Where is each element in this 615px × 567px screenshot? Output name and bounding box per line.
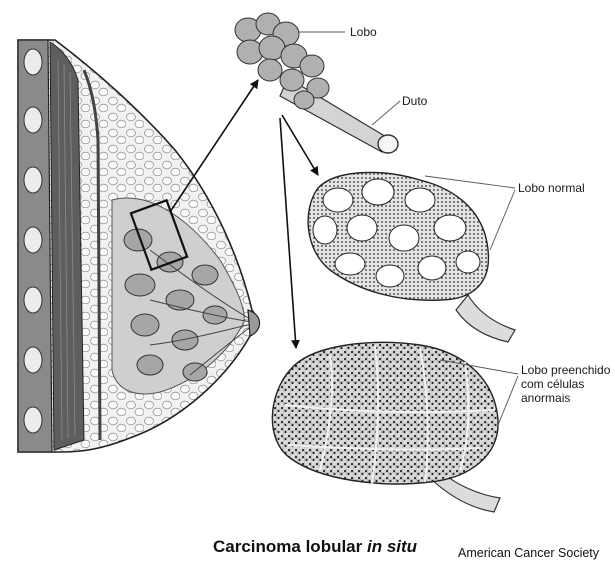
caption-main: Carcinoma lobular — [213, 537, 367, 556]
figure-caption: Carcinoma lobular in situ — [213, 537, 417, 557]
label-normal-lobe: Lobo normal — [518, 181, 585, 195]
filled-lobe-illustration — [272, 342, 500, 512]
arrow-to-filled-lobe — [280, 118, 296, 348]
label-lobe: Lobo — [350, 25, 377, 39]
label-filled-lobe: Lobo preenchido com células anormais — [521, 363, 613, 405]
arrow-to-lobe — [170, 80, 258, 212]
leader-normal-2 — [490, 190, 515, 250]
credit-line: American Cancer Society — [458, 546, 599, 560]
caption-italic: in situ — [367, 537, 417, 556]
leader-filled-2 — [498, 376, 518, 425]
normal-lobe-illustration — [308, 172, 515, 342]
normal-lobe-stalk — [456, 295, 515, 342]
duct-opening — [378, 135, 398, 153]
nipple — [248, 310, 260, 336]
arrow-to-normal-lobe — [282, 115, 318, 175]
leader-duto — [372, 101, 400, 125]
label-duct: Duto — [402, 94, 427, 108]
breast-cross-section — [18, 40, 260, 452]
